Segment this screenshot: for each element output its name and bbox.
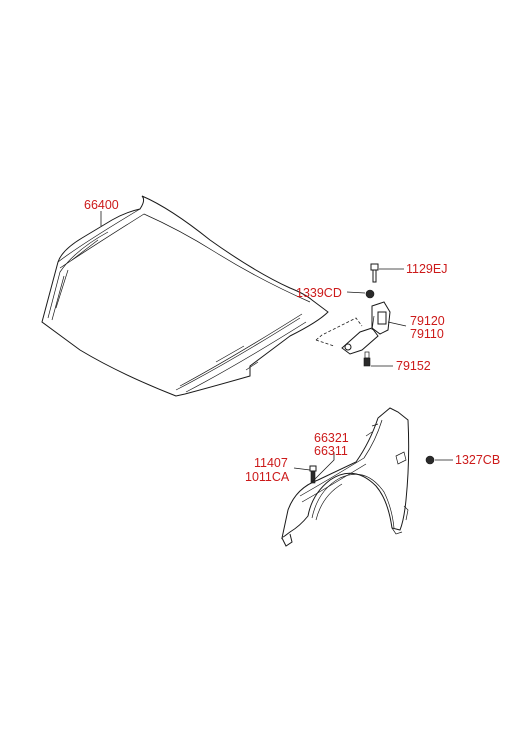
hinge-body	[341, 301, 391, 355]
fender-bolt	[309, 465, 317, 484]
hinge-bolt-lower	[363, 351, 371, 367]
leader-fender-bolt	[293, 467, 311, 471]
hinge-bolt-top	[370, 263, 379, 283]
hood-hinge-assembly	[315, 263, 391, 367]
label-hinge-bolt: 1129EJ	[406, 262, 447, 276]
leader-fender	[311, 452, 335, 483]
label-hood: 66400	[84, 198, 119, 212]
label-fender-bolt: 11407	[254, 456, 288, 470]
label-fender-rh: 66321	[314, 431, 349, 445]
label-fender-lh: 66311	[314, 444, 348, 458]
hinge-dashed-outline	[315, 317, 363, 341]
leader-hinge-nut	[346, 291, 366, 294]
label-hinge-rh: 79120	[410, 314, 445, 328]
label-hinge-nut: 1339CD	[296, 286, 342, 300]
hood-panel	[41, 195, 329, 397]
fender-nut	[425, 455, 435, 465]
label-fender-bolt-alt: 1011CA	[245, 470, 290, 484]
label-fender-nut: 1327CB	[455, 453, 500, 467]
hinge-nut	[365, 289, 375, 299]
fender-repeater-slot	[395, 451, 407, 465]
label-hinge-bolt-lower: 79152	[396, 359, 431, 373]
leader-hinge	[387, 321, 407, 327]
label-hinge-lh: 79110	[410, 327, 444, 341]
fender-panel	[281, 407, 410, 547]
